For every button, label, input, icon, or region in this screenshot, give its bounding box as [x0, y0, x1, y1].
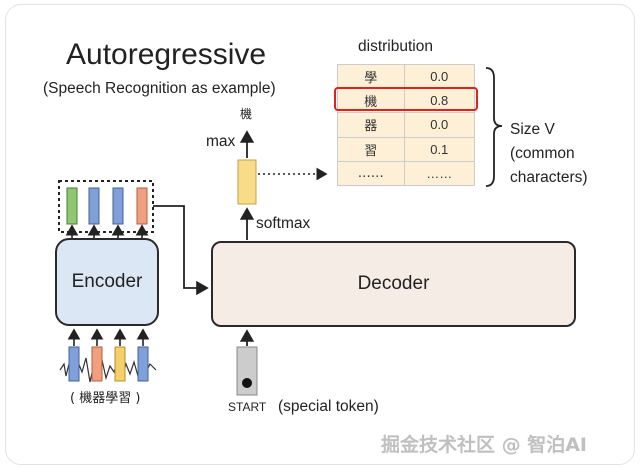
- char-cell: ……: [337, 160, 405, 187]
- softmax-label: softmax: [256, 215, 311, 232]
- table-row: …………: [337, 160, 476, 187]
- size-v-label: Size V (common characters): [510, 118, 588, 190]
- watermark: 掘金技术社区 @ 智泊AI: [381, 434, 588, 456]
- encoder-output-vector-blue-2: [112, 187, 124, 225]
- input-vector-2: [91, 346, 103, 382]
- size-brace: [485, 67, 503, 187]
- size-v-line-2: (common: [510, 145, 575, 162]
- input-vector-3: [114, 346, 126, 382]
- start-token-dot: [242, 378, 252, 388]
- input-vector-4: [137, 346, 149, 382]
- size-v-line-3: characters): [510, 169, 588, 186]
- distribution-label: distribution: [358, 38, 433, 55]
- char-cell: 學: [337, 63, 405, 90]
- encoder-to-decoder-arrow: [153, 205, 209, 296]
- start-label: START: [228, 400, 267, 414]
- prob-cell: 0.0: [403, 112, 476, 138]
- prob-cell: ……: [403, 160, 476, 187]
- prob-cell: 0.1: [403, 136, 476, 162]
- output-char: 機: [240, 107, 253, 121]
- prob-cell: 0.0: [403, 63, 476, 90]
- input-caption: ( 機器學習 ): [70, 391, 141, 406]
- max-row-highlight: [334, 87, 478, 111]
- size-v-line-1: Size V: [510, 121, 555, 138]
- softmax-output-vector: [237, 159, 257, 205]
- encoder-output-box: [58, 180, 154, 233]
- encoder-output-vector-green: [66, 187, 78, 225]
- encoder-block: Encoder: [55, 238, 159, 326]
- encoder-output-vector-orange: [136, 187, 148, 225]
- diagram-frame: [5, 4, 635, 465]
- diagram-title: Autoregressive: [66, 38, 267, 71]
- char-cell: 習: [337, 136, 405, 162]
- decoder-block: Decoder: [211, 241, 576, 327]
- max-label: max: [206, 133, 236, 150]
- encoder-output-vector-blue-1: [88, 187, 100, 225]
- special-token-label: (special token): [278, 398, 379, 415]
- char-cell: 器: [337, 112, 405, 138]
- diagram-subtitle: (Speech Recognition as example): [43, 80, 276, 97]
- input-vector-1: [68, 346, 80, 382]
